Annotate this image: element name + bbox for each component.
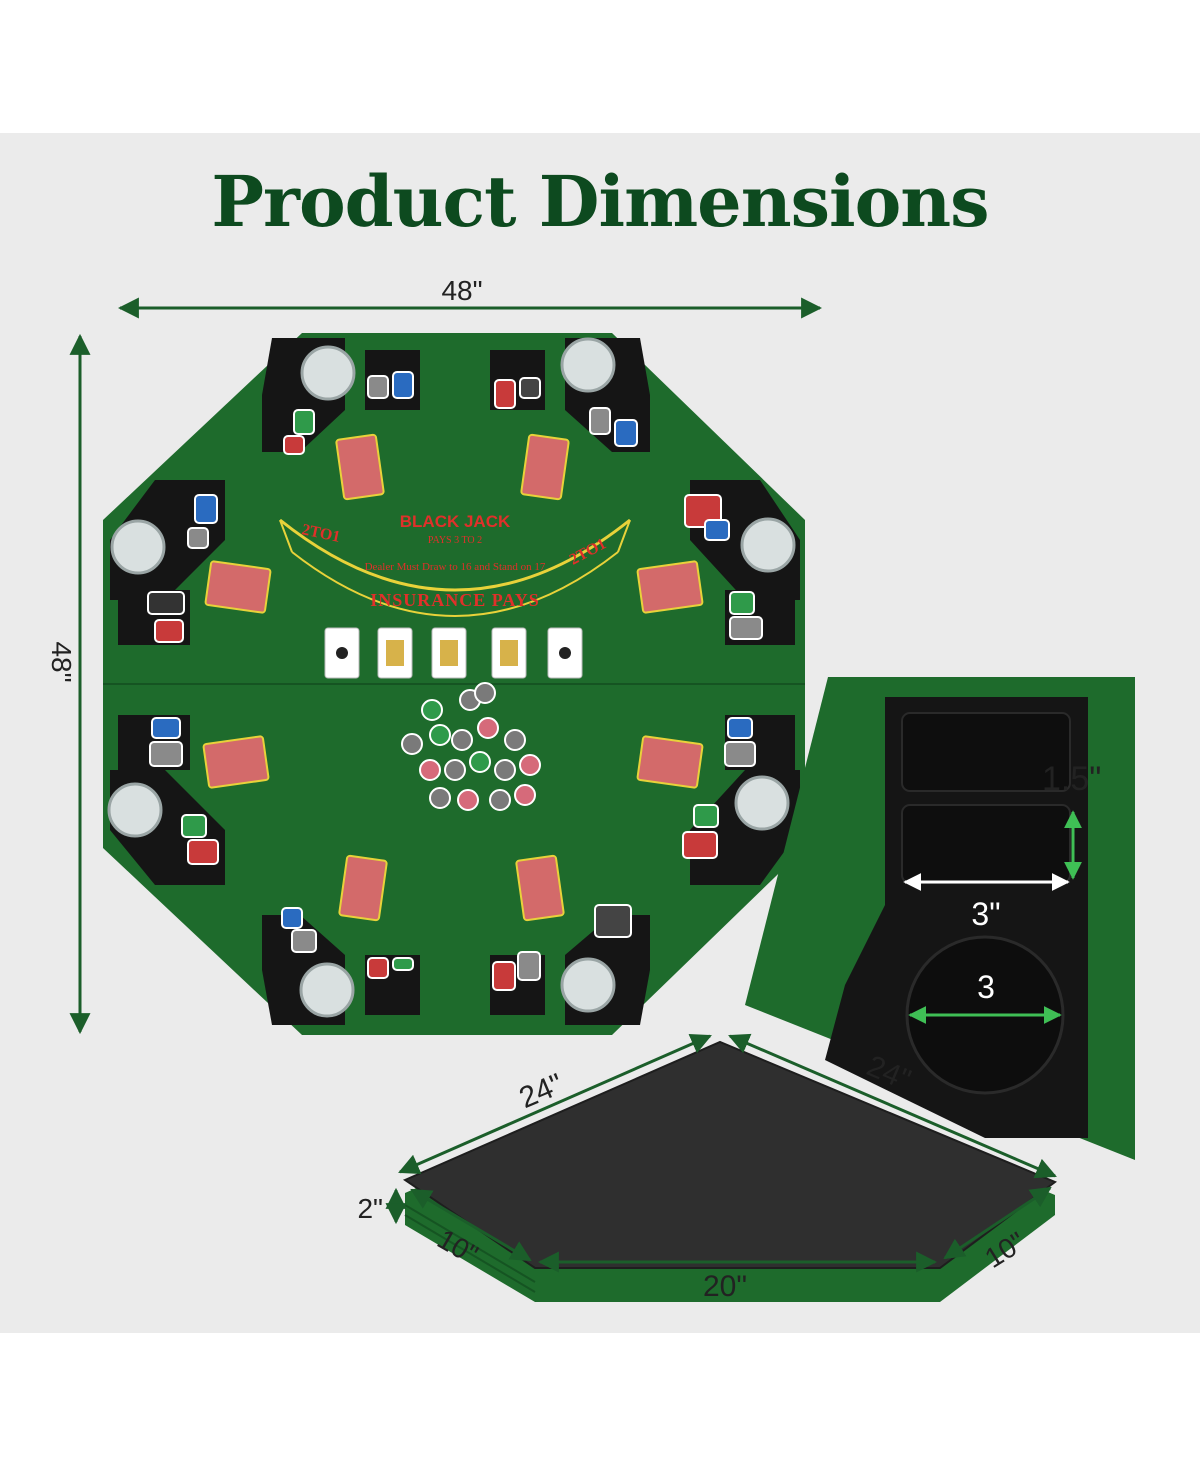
bevel-left-arrow — [410, 1188, 532, 1262]
player-cards — [202, 433, 704, 922]
width-dimension: 48" — [117, 275, 823, 319]
thickness-label: 2" — [357, 1193, 383, 1224]
edge-right-arrow — [728, 1033, 1057, 1179]
community-cards — [324, 627, 583, 679]
cup-holders — [107, 337, 796, 1018]
tray-width-label: 3" — [971, 896, 1000, 932]
width-label: 48" — [441, 275, 482, 306]
edge-left-arrow — [398, 1033, 712, 1175]
center-chip-pile — [401, 682, 541, 811]
height-dimension: 48" — [46, 333, 91, 1035]
cup-diameter-label: 3 — [977, 969, 995, 1005]
bevel-right-arrow — [943, 1186, 1052, 1260]
poker-table-top: BLACK JACK PAYS 3 TO 2 Dealer Must Draw … — [103, 333, 805, 1035]
game-name: BLACK JACK — [400, 512, 511, 531]
payout-text: PAYS 3 TO 2 — [428, 535, 482, 546]
cup-depth-label: 1.5" — [1042, 760, 1101, 798]
dealer-rule-text: Dealer Must Draw to 16 and Stand on 17 — [365, 561, 546, 573]
chip-stacks — [147, 371, 763, 991]
page-title: Product Dimensions — [211, 160, 989, 243]
front-edge-label: 20" — [703, 1270, 747, 1303]
edge-left-label: 24" — [515, 1067, 568, 1115]
insurance-text: INSURANCE PAYS — [370, 590, 540, 610]
height-label: 48" — [46, 641, 77, 682]
